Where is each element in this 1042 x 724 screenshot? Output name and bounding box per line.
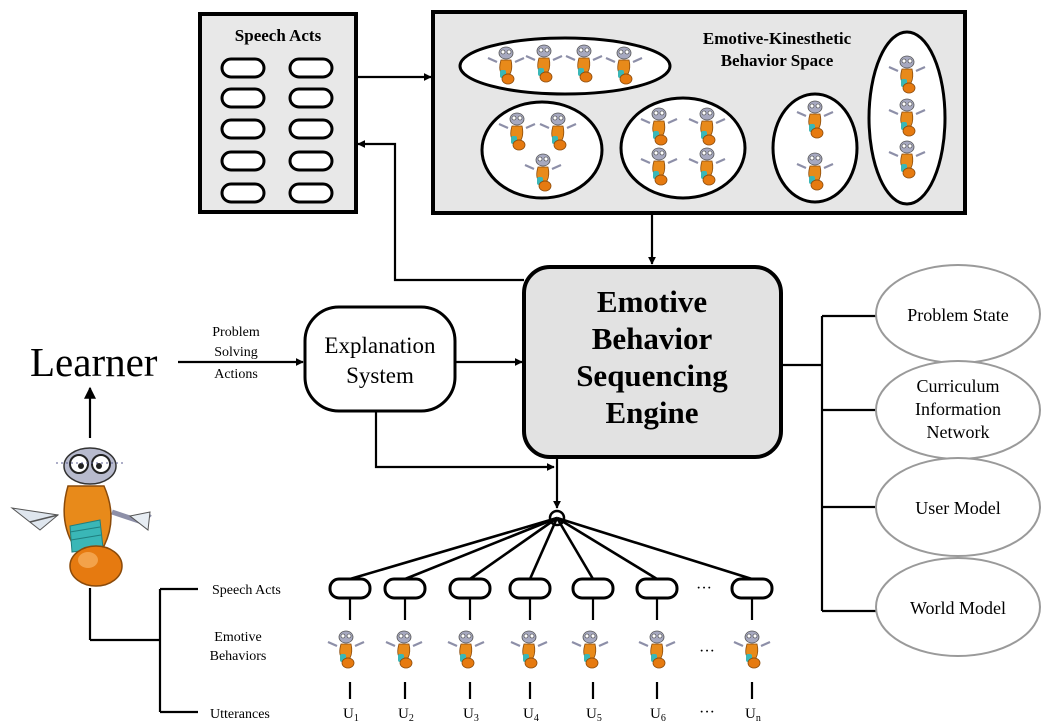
behavior-cluster-3 bbox=[619, 96, 747, 200]
svg-text:Problem State: Problem State bbox=[907, 305, 1009, 325]
row-label-speech-acts: Speech Acts bbox=[212, 583, 281, 598]
behavior-space-title-line2: Behavior Space bbox=[721, 51, 834, 70]
speech-act-pill-grid bbox=[220, 57, 334, 204]
svg-text:User Model: User Model bbox=[915, 498, 1000, 518]
arrow-engine-to-speechacts bbox=[357, 140, 524, 282]
utterance-6: U6 bbox=[650, 706, 666, 724]
ellipsis-utterances: ··· bbox=[699, 704, 715, 721]
behavior-cluster-2 bbox=[480, 100, 604, 200]
svg-text:Solving: Solving bbox=[214, 345, 258, 360]
behavior-cluster-1 bbox=[458, 36, 672, 96]
knowledge-problem-state: Problem State bbox=[875, 264, 1041, 364]
engine-label-line2: Behavior bbox=[592, 321, 713, 356]
ellipsis-behaviors: ··· bbox=[699, 643, 715, 660]
row-label-utterances: Utterances bbox=[210, 707, 270, 722]
utterance-4: U4 bbox=[523, 706, 539, 724]
explanation-system-box: Explanation System bbox=[303, 305, 457, 413]
explanation-label-line1: Explanation bbox=[324, 333, 436, 358]
knowledge-world-model: World Model bbox=[875, 557, 1041, 657]
problem-solving-actions-label: Problem Solving Actions bbox=[212, 325, 260, 382]
explanation-label-line2: System bbox=[346, 363, 414, 388]
utterance-1: U1 bbox=[343, 706, 359, 724]
sequencing-engine-box: Emotive Behavior Sequencing Engine bbox=[522, 265, 783, 459]
row-label-emotive-line2: Behaviors bbox=[210, 649, 267, 664]
svg-text:Curriculum: Curriculum bbox=[917, 376, 1000, 396]
engine-label-line1: Emotive bbox=[597, 284, 707, 319]
utterance-n: Un bbox=[745, 706, 761, 724]
behavior-space-panel: Emotive-Kinesthetic Behavior Space bbox=[431, 10, 967, 215]
utterance-2: U2 bbox=[398, 706, 414, 724]
speech-acts-panel-title: Speech Acts bbox=[235, 26, 322, 45]
svg-text:Actions: Actions bbox=[214, 367, 258, 382]
behavior-cluster-5 bbox=[867, 30, 947, 206]
arrow-explanation-to-hub bbox=[374, 411, 555, 471]
utterance-sequence: Speech Acts Emotive Behaviors Utterances… bbox=[158, 509, 774, 724]
utterance-5: U5 bbox=[586, 706, 602, 724]
speech-acts-panel: Speech Acts bbox=[198, 12, 358, 214]
svg-text:Problem: Problem bbox=[212, 325, 260, 340]
engine-label-line4: Engine bbox=[605, 395, 698, 430]
engine-label-line3: Sequencing bbox=[576, 358, 728, 393]
learner-label: Learner bbox=[30, 339, 158, 385]
agent-character-large bbox=[10, 386, 160, 642]
knowledge-curriculum-network: Curriculum Information Network bbox=[875, 360, 1041, 460]
svg-text:World Model: World Model bbox=[910, 598, 1006, 618]
utterance-3: U3 bbox=[463, 706, 479, 724]
ellipsis-speech-acts: ··· bbox=[696, 580, 712, 597]
svg-text:Information: Information bbox=[915, 399, 1001, 419]
row-label-emotive-line1: Emotive bbox=[214, 630, 261, 645]
behavior-cluster-4 bbox=[771, 92, 859, 204]
behavior-space-title-line1: Emotive-Kinesthetic bbox=[703, 29, 852, 48]
svg-text:Network: Network bbox=[927, 422, 990, 442]
knowledge-sources: Problem State Curriculum Information Net… bbox=[781, 264, 1041, 657]
knowledge-user-model: User Model bbox=[875, 457, 1041, 557]
